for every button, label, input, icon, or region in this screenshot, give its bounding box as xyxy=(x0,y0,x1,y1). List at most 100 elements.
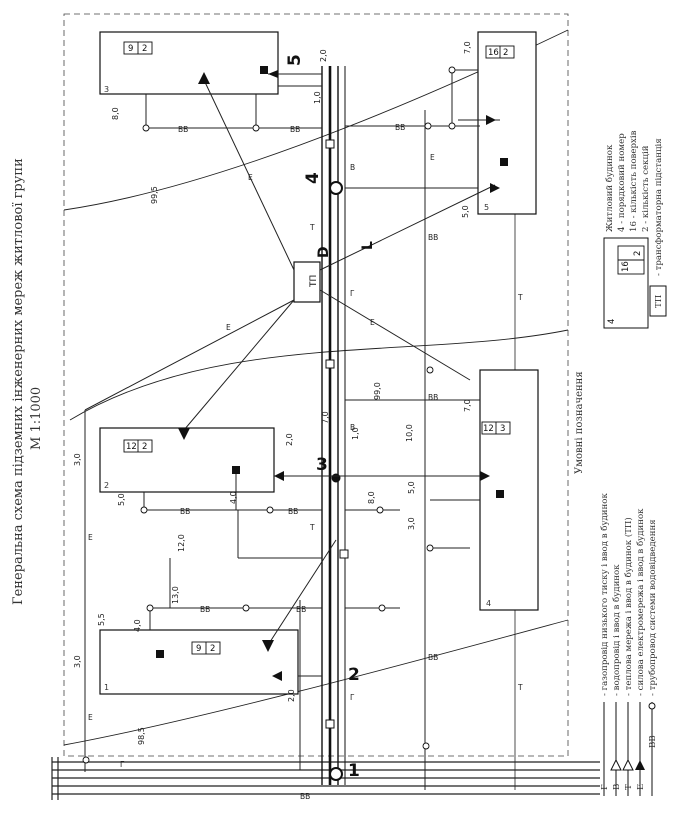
label-t-1: Т xyxy=(309,223,315,232)
building-4: 12 3 4 xyxy=(479,369,539,611)
label-vv-street: ВВ xyxy=(300,792,310,801)
dim-2: 8,0 xyxy=(111,107,120,120)
contour-label-98-5: 98,5 xyxy=(137,727,146,745)
legend-building-num: 4 xyxy=(607,319,617,324)
label-vv-bottom: ВВ xyxy=(428,653,438,662)
label-vv-b3: ВВ xyxy=(178,125,188,134)
legend-building-floors: 16 xyxy=(621,261,631,272)
building-2-num: 2 xyxy=(104,481,109,490)
label-t-4: Т xyxy=(517,683,523,692)
dim-13: 7,0 xyxy=(463,399,472,412)
legend-building-label: Житловий будинок xyxy=(604,144,615,232)
entry-arrows xyxy=(178,70,500,681)
wells xyxy=(82,66,456,764)
label-vv-b3b: ВВ xyxy=(290,125,300,134)
legend-text-vv: - трубопровод системи водовідведення xyxy=(647,519,658,696)
legend-building-floors-desc: 16 - кількість поверхів xyxy=(629,130,639,232)
building-5-floors: 16 xyxy=(488,48,499,58)
tp-substation: ТП xyxy=(293,261,321,303)
hand-mark-1: 1 xyxy=(348,761,360,781)
dim-17: 13,0 xyxy=(171,586,180,604)
building-3-sections: 2 xyxy=(142,44,147,54)
label-vv-b5: ВВ xyxy=(395,123,405,132)
label-vv-b1b: ВВ xyxy=(296,605,306,614)
site-boundary xyxy=(63,13,569,757)
contour-98-5 xyxy=(63,619,569,746)
legend: Умовні позначення Г В Т Е ВВ - газопрові… xyxy=(574,130,667,796)
dim-3: 7,0 xyxy=(463,41,472,54)
label-e-4: Е xyxy=(88,713,93,722)
legend-text-v: - водопровід і ввод в будинок xyxy=(611,564,622,696)
label-vv-b1: ВВ xyxy=(200,605,210,614)
building-1-sections: 2 xyxy=(210,644,215,654)
dim-19: 4,0 xyxy=(133,619,142,632)
legend-building-sections-desc: 2 - кількість секцій xyxy=(641,145,651,232)
label-vv-mid: ВВ xyxy=(428,233,438,242)
dim-7: 3,0 xyxy=(73,453,82,466)
label-v-1: В xyxy=(350,163,355,172)
building-4-sections: 3 xyxy=(500,424,505,434)
dim-8: 2,0 xyxy=(285,433,294,446)
building-2: 12 2 2 xyxy=(99,427,275,493)
legend-tp: ТП - трансформаторна підстанція xyxy=(649,138,667,317)
dim-14: 5,0 xyxy=(407,481,416,494)
legend-code-g: Г xyxy=(600,784,610,790)
building-3: 9 2 3 xyxy=(99,31,279,95)
building-2-floors: 12 xyxy=(126,442,137,452)
dimensions: 2,0 1,0 8,0 7,0 5,0 7,0 1,0 3,0 2,0 5,0 … xyxy=(73,41,472,702)
hand-mark-l: L xyxy=(360,241,376,250)
contour-99-0 xyxy=(69,329,569,421)
label-g-street: Г xyxy=(120,760,125,769)
hand-mark-2: 2 xyxy=(348,665,360,685)
legend-building: 16 2 4 Житловий будинок 4 - порядковий н… xyxy=(603,130,651,329)
label-g-1: Г xyxy=(350,289,355,298)
dim-10: 4,0 xyxy=(229,491,238,504)
trunk-nodes xyxy=(325,139,349,781)
building-1-floors: 9 xyxy=(196,644,201,654)
dim-16: 12,0 xyxy=(177,534,186,552)
scheme-scale: М 1:1000 xyxy=(29,387,44,450)
label-v-2: В xyxy=(350,423,355,432)
legend-tp-text: - трансформаторна підстанція xyxy=(654,138,664,276)
label-e-6: Е xyxy=(430,153,435,162)
gas-inlets xyxy=(156,66,508,658)
network-labels: ВВ ВВ ВВ ВВ ВВ ВВ ВВ ВВ ВВ ВВ Е Е Е Е Е … xyxy=(88,123,523,801)
building-2-sections: 2 xyxy=(142,442,147,452)
hand-mark-4: 4 xyxy=(303,172,323,184)
label-e-3: Е xyxy=(88,533,93,542)
legend-text-e: - силова електромережа і ввод в будинок xyxy=(635,508,646,696)
building-1-num: 1 xyxy=(104,683,109,692)
dim-21: 2,0 xyxy=(287,689,296,702)
label-g-2: Г xyxy=(350,693,355,702)
branch-lines xyxy=(143,69,500,770)
legend-code-vv: ВВ xyxy=(648,735,658,748)
main-trunk xyxy=(321,66,346,785)
label-e-5: Е xyxy=(370,318,375,327)
dim-20: 3,0 xyxy=(73,655,82,668)
building-3-num: 3 xyxy=(104,85,109,94)
label-e-1: Е xyxy=(248,173,253,182)
label-e-2: Е xyxy=(226,323,231,332)
legend-building-num-desc: 4 - порядковий номер xyxy=(617,133,627,232)
power-lines xyxy=(84,79,496,772)
building-3-floors: 9 xyxy=(128,44,133,54)
scheme-title: Генеральна схема підземних інженерних ме… xyxy=(11,158,26,605)
legend-heading: Умовні позначення xyxy=(574,371,585,474)
dim-9: 5,0 xyxy=(117,493,126,506)
hand-mark-5: 5 xyxy=(285,54,305,66)
dim-6: 1,0 xyxy=(351,427,360,440)
label-vv-b2: ВВ xyxy=(180,507,190,516)
legend-tp-code: ТП xyxy=(654,294,664,308)
building-1: 9 2 1 xyxy=(99,629,299,695)
hand-mark-3: 3 xyxy=(316,455,328,475)
label-t-2: Т xyxy=(309,523,315,532)
dim-12: 10,0 xyxy=(405,424,414,442)
building-5-sections: 2 xyxy=(503,48,508,58)
contour-label-99-0: 99,0 xyxy=(373,382,382,400)
legend-code-e: Е xyxy=(636,784,646,790)
legend-items: Г В Т Е ВВ - газопровід низького тиску і… xyxy=(599,493,658,796)
tp-substation-label: ТП xyxy=(309,275,319,288)
building-4-num: 4 xyxy=(486,599,491,608)
label-vv-b4: ВВ xyxy=(428,393,438,402)
